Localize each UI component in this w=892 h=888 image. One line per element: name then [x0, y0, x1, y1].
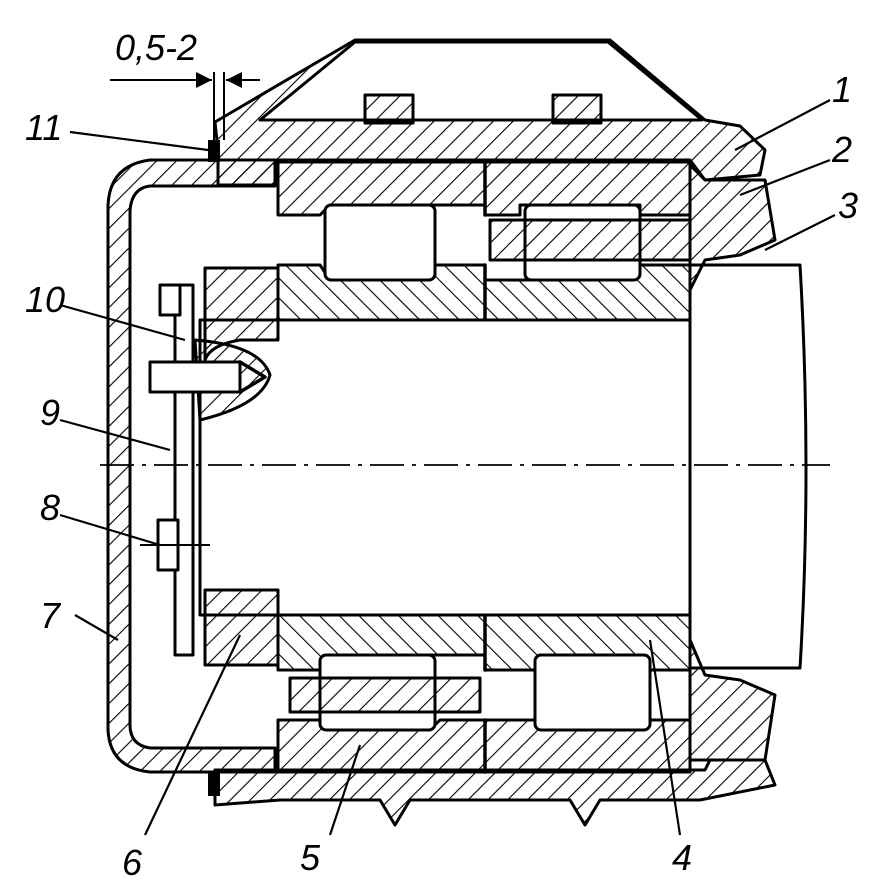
label-1: 1 — [832, 69, 852, 110]
label-11: 11 — [25, 107, 62, 148]
housing-top — [213, 38, 767, 187]
seal-ring-bottom — [208, 772, 220, 796]
roller-upper-left — [323, 203, 437, 282]
label-5: 5 — [300, 837, 321, 878]
label-9: 9 — [40, 392, 60, 433]
spacer-lower — [288, 676, 482, 714]
leader-lines — [59, 99, 836, 836]
label-10: 10 — [25, 279, 65, 320]
gap-dimension — [110, 72, 260, 140]
end-nut — [203, 266, 280, 667]
labyrinth-right — [688, 163, 777, 762]
dimension-label: 0,5-2 — [115, 27, 197, 68]
seal-ring-top — [208, 140, 220, 162]
label-6: 6 — [122, 842, 143, 883]
label-4: 4 — [672, 837, 692, 878]
label-3: 3 — [838, 185, 858, 226]
spacer-upper — [488, 218, 692, 262]
label-7: 7 — [40, 595, 62, 636]
end-cover — [106, 158, 277, 774]
plate-tab-top — [158, 283, 182, 317]
label-8: 8 — [40, 487, 60, 528]
shaft — [198, 263, 808, 670]
label-2: 2 — [831, 129, 852, 170]
roller-lower-right — [533, 653, 652, 732]
bolt-top — [148, 338, 272, 422]
